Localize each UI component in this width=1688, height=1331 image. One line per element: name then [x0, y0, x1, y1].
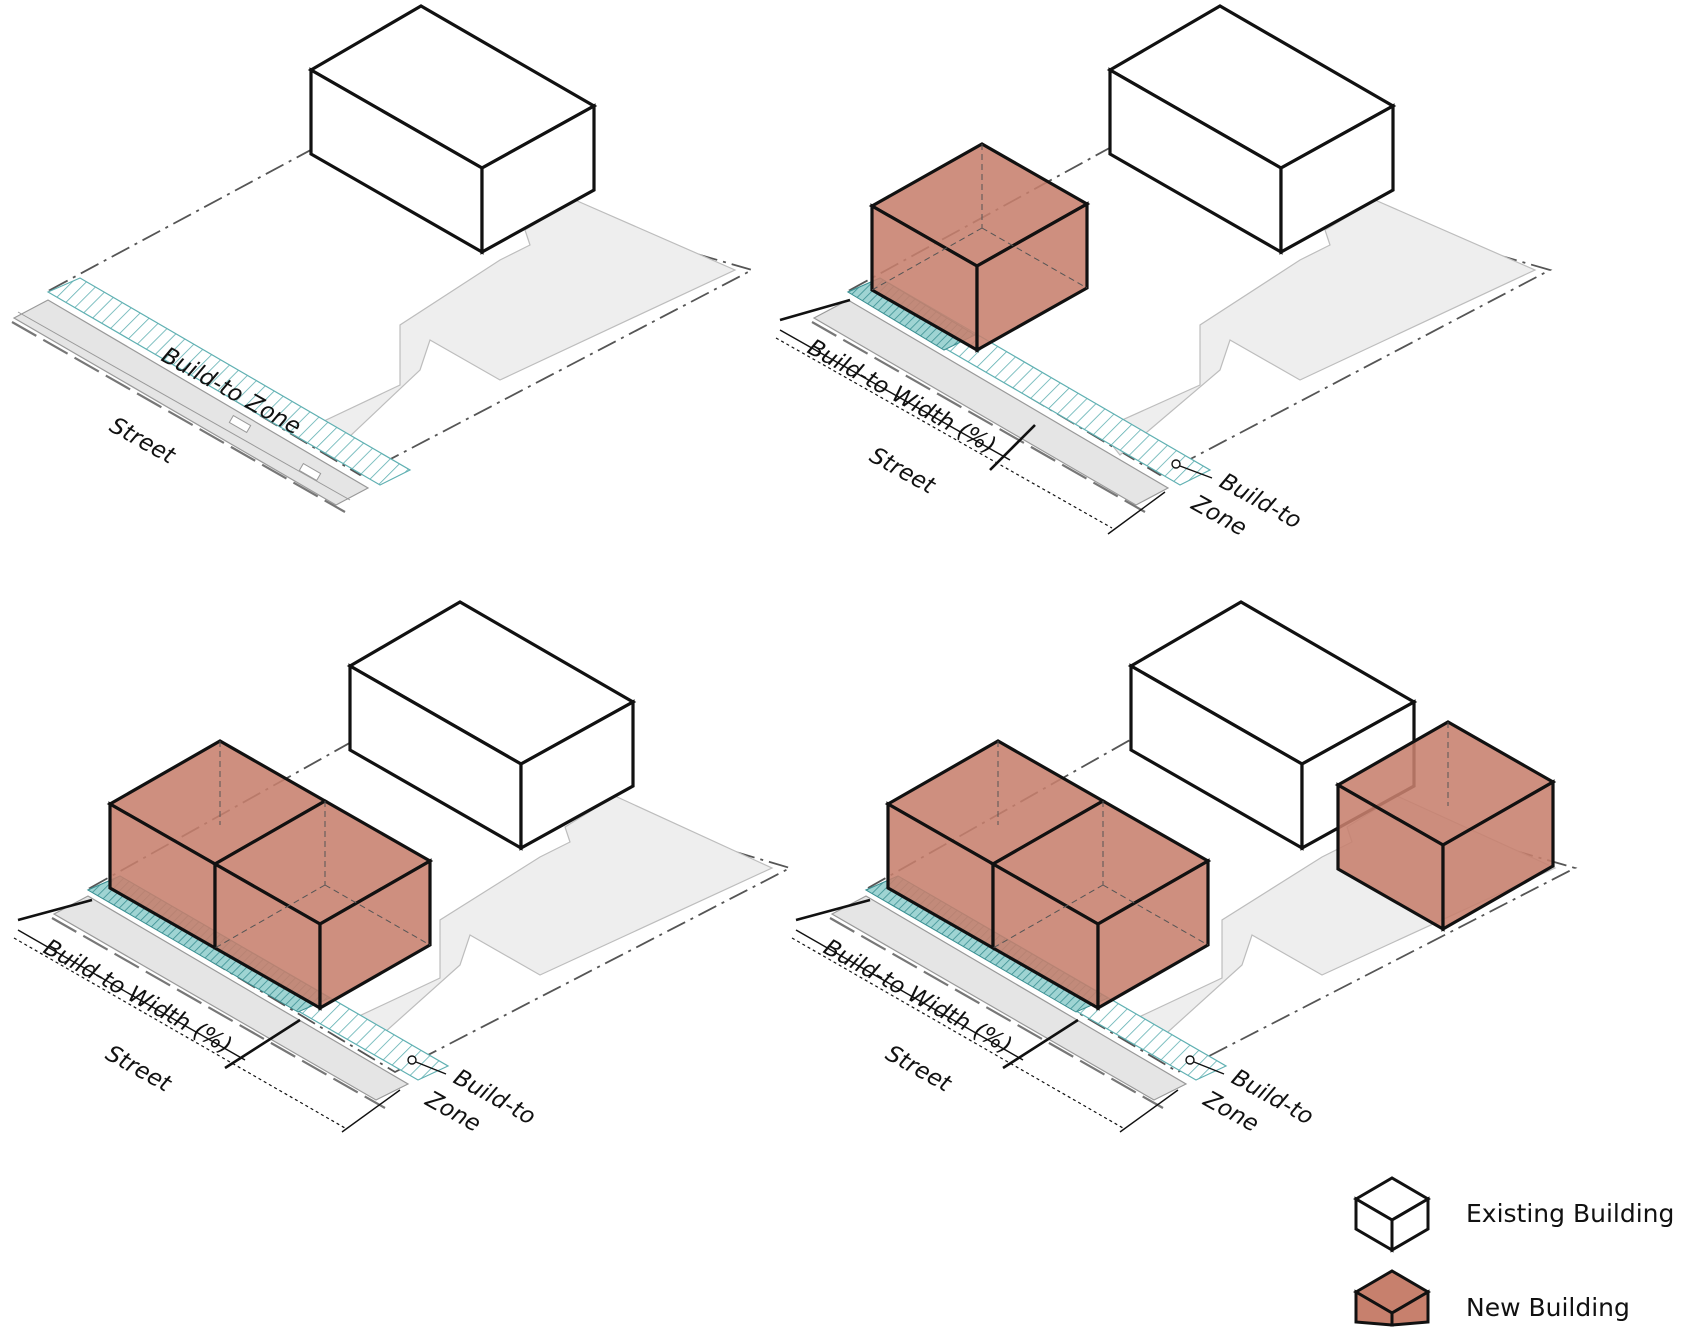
open-lot-area: [303, 199, 737, 456]
existing-building: [307, 4, 598, 255]
new-building: [989, 799, 1212, 1011]
legend-new-label: New Building: [1466, 1293, 1630, 1322]
panel-2: Build-to Width (%) Street Build-to Zone: [775, 4, 1553, 542]
existing-building: [1127, 600, 1418, 851]
street-label: Street: [105, 413, 180, 470]
sidewalk-band: [52, 895, 410, 1101]
open-lot-area: [1099, 199, 1537, 456]
street-label: Street: [101, 1041, 176, 1098]
panel-1: Build-to Zone Street: [11, 4, 755, 513]
street-label: Street: [865, 443, 940, 500]
build-to-width-dimension-line: [779, 329, 1011, 461]
panel-3: Build-to Width (%) Street Build-to Zone: [13, 600, 793, 1138]
new-building: [106, 739, 329, 951]
new-building: [1334, 720, 1557, 932]
sidewalk-band: [12, 299, 370, 506]
legend-new-swatch: [1353, 1269, 1431, 1327]
existing-building: [346, 600, 637, 851]
legend-existing-label: Existing Building: [1466, 1199, 1674, 1228]
street-label: Street: [881, 1041, 956, 1098]
sidewalk-band: [830, 895, 1188, 1101]
build-to-width-dimension-line: [17, 929, 246, 1061]
legend-existing-swatch: [1353, 1176, 1431, 1253]
open-lot-area: [338, 795, 774, 1051]
new-building: [211, 799, 434, 1011]
sidewalk-band: [812, 299, 1170, 506]
build-to-zone-strip: [46, 277, 412, 486]
legend: Existing Building New Building: [1353, 1176, 1674, 1327]
existing-building: [1106, 4, 1397, 255]
panel-4: Build-to Width (%) Street Build-to Zone: [791, 600, 1578, 1138]
new-building: [868, 142, 1091, 353]
build-to-width-dimension-line: [795, 929, 1024, 1061]
